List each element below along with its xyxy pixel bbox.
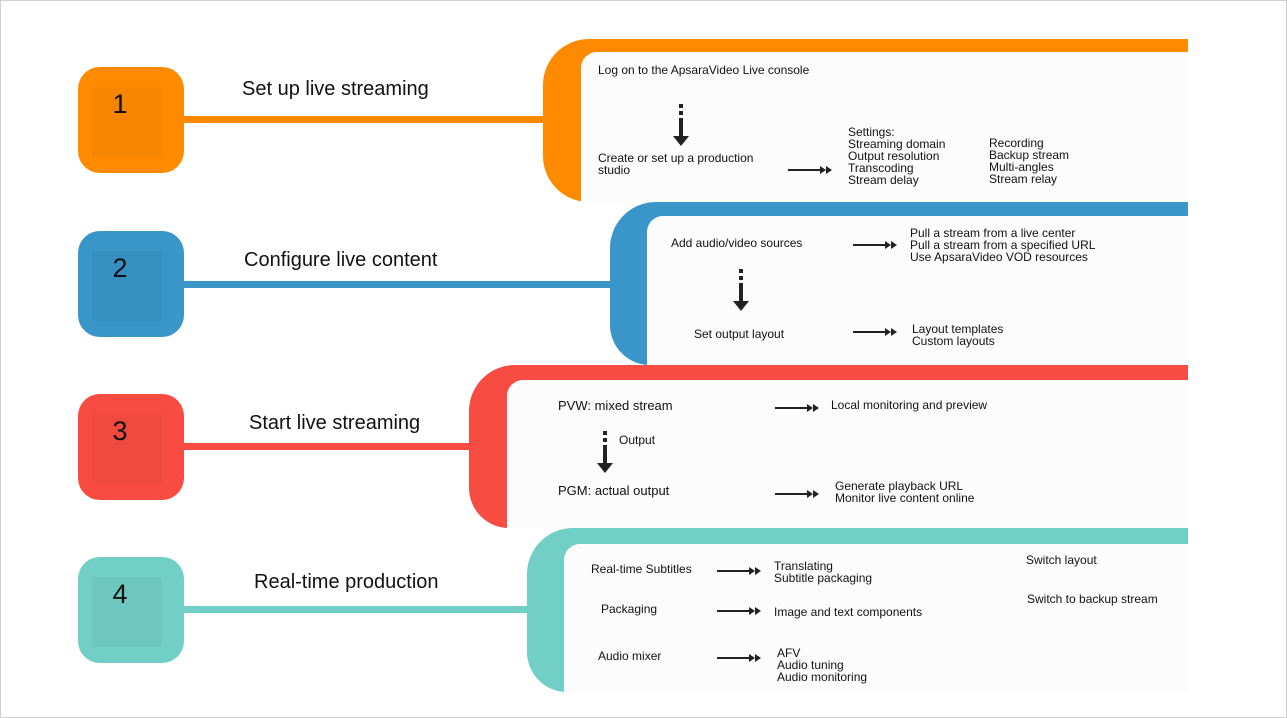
step-1-right-arrow-icon: [788, 166, 832, 174]
settings-transcoding: Transcoding: [848, 161, 914, 175]
settings-stream-delay: Stream delay: [848, 173, 919, 187]
step-1-number: 1: [112, 89, 128, 119]
step-2-title: Configure live content: [244, 249, 438, 271]
step-4-packaging-right-arrow-icon: [717, 607, 761, 615]
step-3-number: 3: [112, 416, 128, 446]
step-4-content-area: [564, 544, 1188, 692]
audio-afv: AFV: [777, 646, 801, 660]
step-3-output-label: Output: [619, 433, 656, 447]
step-4-connector: [161, 606, 530, 613]
settings-output-resolution: Output resolution: [848, 149, 940, 163]
step-3-pvw-text: PVW: mixed stream: [558, 398, 673, 413]
step-2-layout-text: Set output layout: [694, 327, 785, 341]
settings-recording: Recording: [989, 136, 1044, 150]
settings-stream-relay: Stream relay: [989, 172, 1058, 186]
layout-templates: Layout templates: [912, 322, 1004, 336]
step-1-settings-label: Settings:: [848, 125, 895, 139]
step-3-pvw-output-text: Local monitoring and preview: [831, 398, 988, 412]
step-2-sources-right-arrow-icon: [853, 241, 897, 249]
packaging-image-text-components: Image and text components: [774, 605, 923, 619]
settings-backup-stream: Backup stream: [989, 148, 1070, 162]
step-2-sources-text: Add audio/video sources: [671, 236, 803, 250]
audio-monitoring: Audio monitoring: [777, 670, 868, 684]
step-4-switch-layout: Switch layout: [1026, 553, 1097, 567]
step-3-content-area: [507, 380, 1188, 528]
source-specified-url: Pull a stream from a specified URL: [910, 238, 1096, 252]
step-3-title: Start live streaming: [249, 412, 421, 434]
step-2-content-area: [647, 216, 1188, 365]
step-2-down-arrow-icon: [733, 269, 749, 313]
step-1-create-text-line1: Create or set up a production: [598, 151, 754, 165]
step-2-number: 2: [112, 253, 128, 283]
settings-multi-angles: Multi-angles: [989, 160, 1054, 174]
step-4-number-badge: 4: [78, 557, 184, 663]
subtitles-packaging: Subtitle packaging: [774, 571, 873, 585]
step-1-down-arrow-icon: [673, 104, 689, 148]
step-4-switch-backup-stream: Switch to backup stream: [1027, 592, 1158, 606]
step-3-pvw-right-arrow-icon: [775, 404, 819, 412]
step-1-title: Set up live streaming: [242, 78, 429, 100]
step-4-number: 4: [112, 579, 128, 609]
source-vod-resources: Use ApsaraVideo VOD resources: [910, 250, 1088, 264]
step-2-number-badge: 2: [78, 231, 184, 337]
step-4-title: Real-time production: [254, 571, 439, 593]
source-live-center: Pull a stream from a live center: [910, 226, 1076, 240]
step-4-packaging-text: Packaging: [601, 602, 658, 616]
step-1-login-text: Log on to the ApsaraVideo Live console: [598, 63, 810, 77]
step-3-connector: [161, 443, 473, 450]
layout-custom: Custom layouts: [912, 334, 995, 348]
subtitles-translating: Translating: [774, 559, 833, 573]
step-1-connector: [161, 116, 547, 123]
step-3-pgm-text: PGM: actual output: [558, 483, 670, 498]
settings-streaming-domain: Streaming domain: [848, 137, 946, 151]
pgm-monitor-live-content: Monitor live content online: [835, 491, 975, 505]
audio-tuning: Audio tuning: [777, 658, 844, 672]
step-1-create-text-line2: studio: [598, 163, 631, 177]
step-2-layout-right-arrow-icon: [853, 328, 897, 336]
step-4-audio-right-arrow-icon: [717, 654, 761, 662]
step-4-subtitles-right-arrow-icon: [717, 567, 761, 575]
pgm-generate-playback-url: Generate playback URL: [835, 479, 964, 493]
step-4-audio-mixer-text: Audio mixer: [598, 649, 662, 663]
step-2-connector: [161, 281, 613, 288]
step-4-subtitles-text: Real-time Subtitles: [591, 562, 692, 576]
step-3-pgm-right-arrow-icon: [775, 490, 819, 498]
step-3-number-badge: 3: [78, 394, 184, 500]
step-1-number-badge: 1: [78, 67, 184, 173]
step-3-down-arrow-icon: [597, 431, 613, 475]
